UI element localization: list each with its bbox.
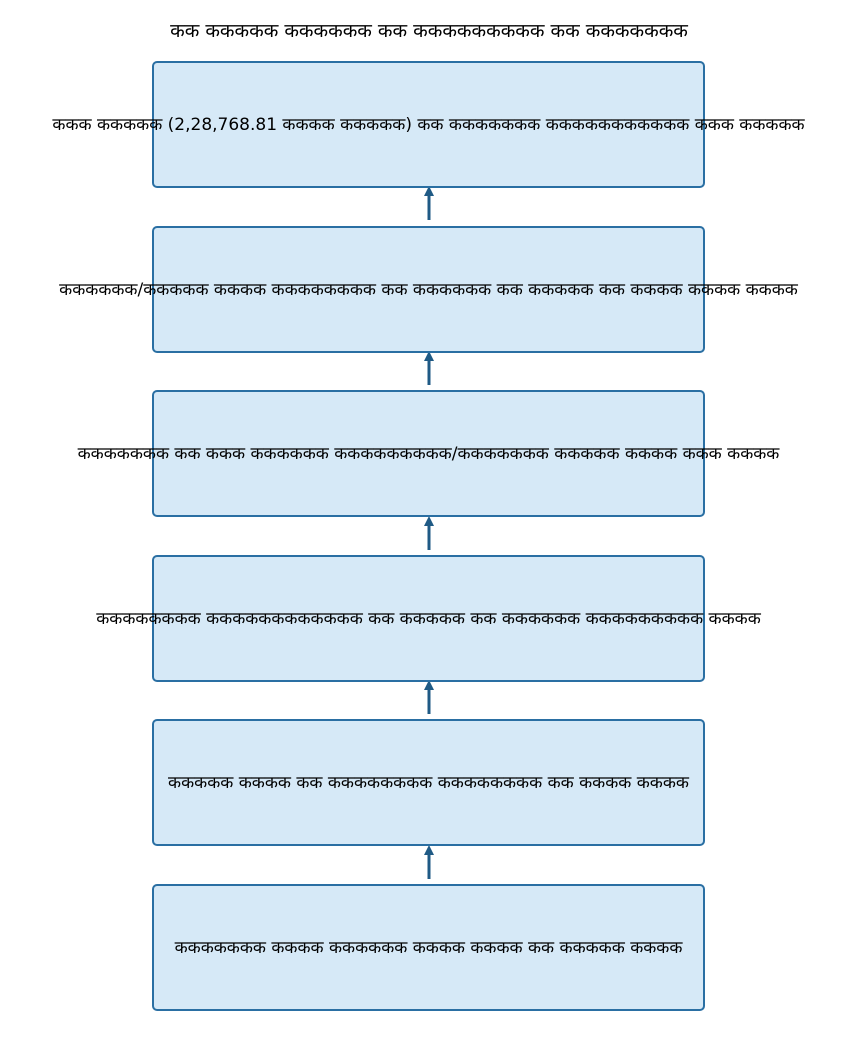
diagram-title: कक ककककक कककककक कक ककककककककक कक ककककककक [170,20,688,42]
flow-step-text: कककककक/ककककक कककक कककककककक कक कककककक कक … [59,279,798,300]
flow-step-text: ककककककक कक ककक कककककक ककककककककक/ककककककक … [77,443,780,464]
arrow-3 [424,516,434,550]
flow-step-text: ककककक कककक कक कककककककक कककककककक कक कककक … [168,772,689,793]
flow-step-2: कककककक/ककककक कककक कककककककक कक कककककक कक … [59,226,798,353]
flow-step-3: ककककककक कक ककक कककककक ककककककककक/ककककककक … [78,390,779,517]
flow-step-6: ककककककक कककक कककककक कककक कककक कक ककककक क… [152,884,705,1011]
flow-step-text: कककककककक कककककककककककक कक ककककक कक कककककक… [96,608,761,629]
flow-step-1: ककक ककककक (2,28,768.81 कककक ककककक) कक कक… [52,61,805,188]
flow-step-text: ककककककक कककक कककककक कककक कककक कक ककककक क… [174,937,683,958]
flow-step-4: कककककककक कककककककककककक कक ककककक कक कककककक… [96,555,761,682]
arrow-4 [424,680,434,714]
flow-step-text: ककक ककककक (2,28,768.81 कककक ककककक) कक कक… [52,114,805,135]
arrow-1 [424,186,434,220]
flow-step-5: ककककक कककक कक कककककककक कककककककक कक कककक … [152,719,705,846]
arrow-2 [424,351,434,385]
arrow-5 [424,845,434,879]
